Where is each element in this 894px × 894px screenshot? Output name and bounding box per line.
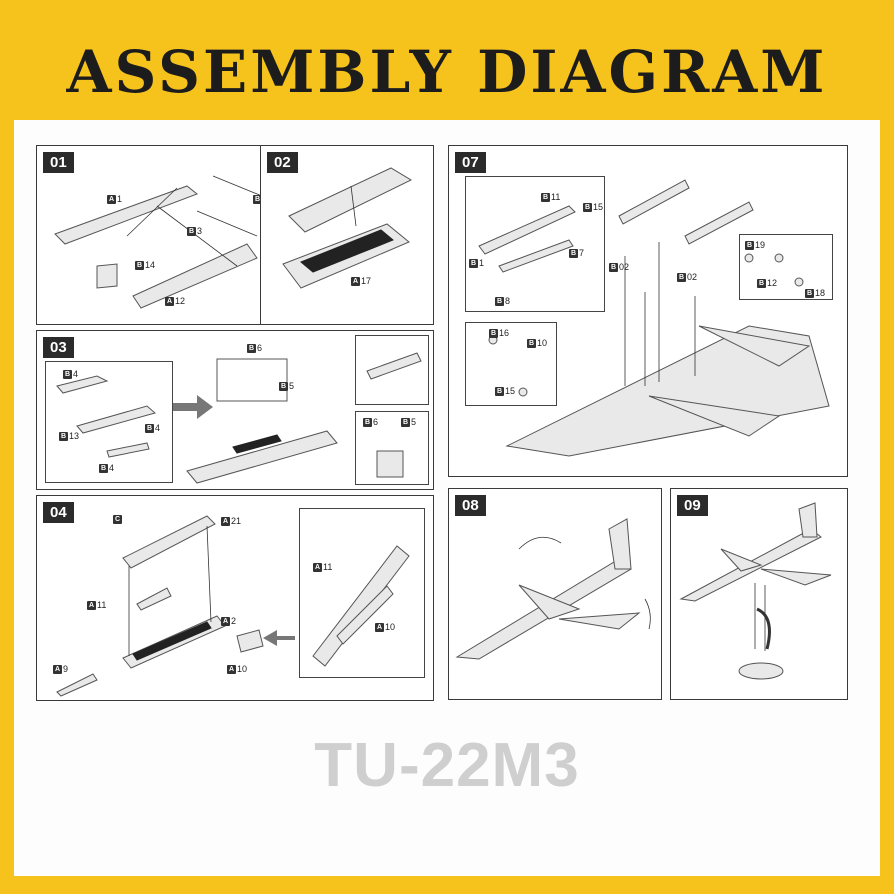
instruction-sheet: 01 A1 B3 B3 B14 A12 02 <box>14 120 880 876</box>
step-02-illustration <box>282 167 413 289</box>
step-03-illustration <box>56 352 422 484</box>
step-09-panel: 09 <box>670 488 848 700</box>
model-name: TU-22M3 <box>314 731 580 800</box>
step-07-detail-wheels <box>739 234 833 300</box>
label-c: C <box>113 515 122 525</box>
step-08-panel: 08 <box>448 488 662 700</box>
page-title: ASSEMBLY DIAGRAM <box>66 38 828 106</box>
step-07-illustration <box>478 179 830 457</box>
step-07-badge: 07 <box>455 152 486 173</box>
step-01-badge: 01 <box>43 152 74 173</box>
step-02-badge: 02 <box>267 152 298 173</box>
step-04-illustration <box>56 515 410 697</box>
step-08-badge: 08 <box>455 495 486 516</box>
step-08-illustration <box>455 518 651 660</box>
step-09-badge: 09 <box>677 495 708 516</box>
step-03-badge: 03 <box>43 337 74 358</box>
step-09-illustration <box>679 502 832 680</box>
step-07-detail-gear <box>465 322 557 406</box>
step-01-panel: 01 A1 B3 B3 B14 A12 <box>36 145 274 325</box>
step-01-illustration <box>54 175 263 309</box>
step-04-badge: 04 <box>43 502 74 523</box>
